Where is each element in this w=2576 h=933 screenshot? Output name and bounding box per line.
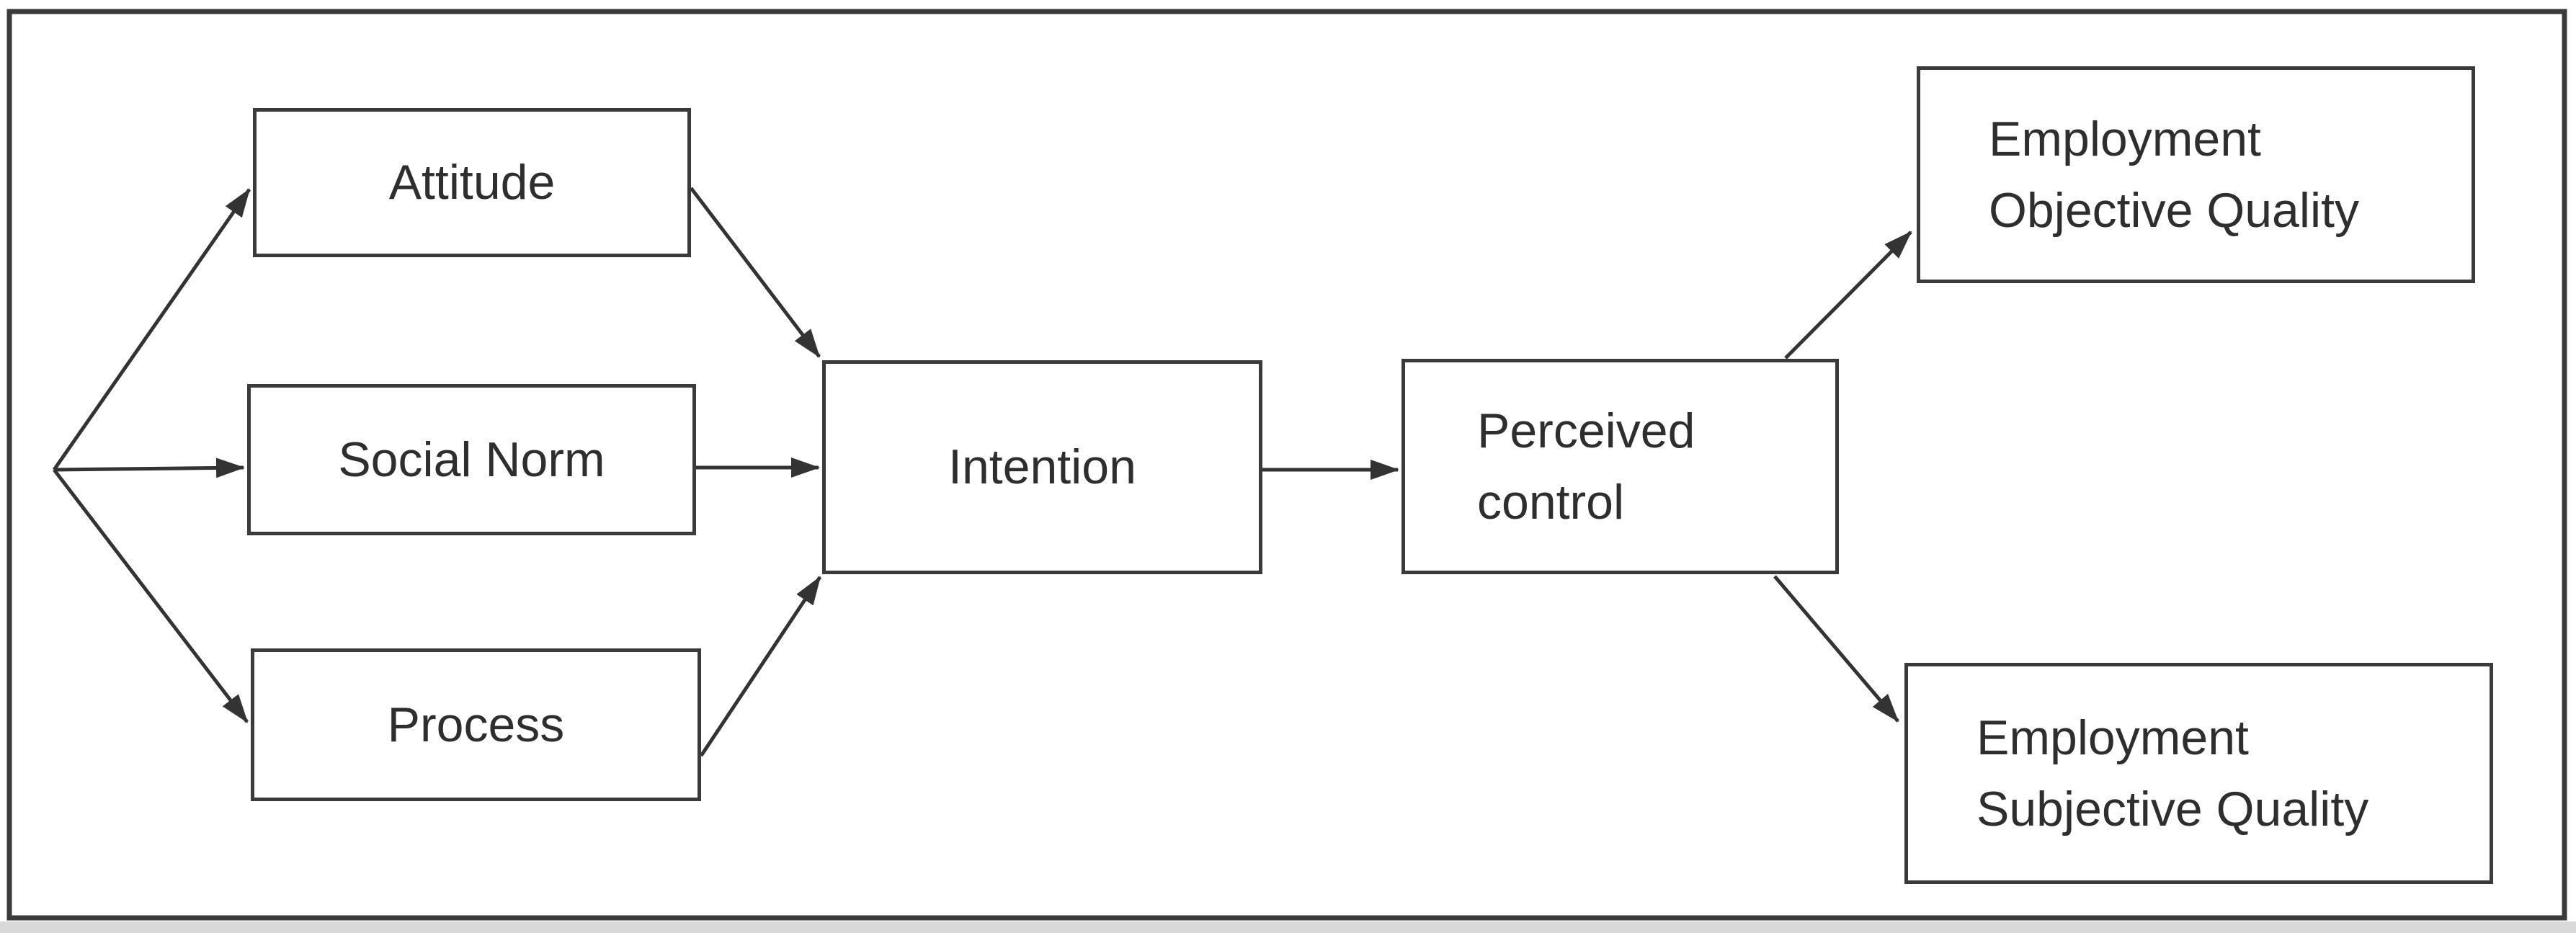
arrow-origin-to-process: [53, 468, 249, 723]
bottom-strip: [0, 921, 2576, 933]
node-attitude: Attitude: [253, 108, 691, 257]
outer-frame: [6, 9, 2567, 921]
node-intention: Intention: [822, 360, 1262, 574]
arrow-origin-to-social-norm: [53, 457, 245, 478]
node-social-norm-label: Social Norm: [338, 432, 605, 487]
node-perceived-control: Perceived control: [1401, 359, 1839, 574]
node-employment-objective-label-line1: Employment: [1989, 111, 2261, 166]
node-employment-objective: Employment Objective Quality: [1917, 66, 2475, 283]
node-intention-label: Intention: [948, 439, 1136, 495]
arrow-origin-to-attitude: [52, 188, 251, 471]
node-process: Process: [251, 648, 701, 801]
node-process-label: Process: [387, 697, 565, 752]
node-attitude-label: Attitude: [388, 155, 556, 210]
arrow-perceived-control-to-employment-subjective: [1773, 575, 1899, 723]
node-employment-objective-label-line2: Objective Quality: [1989, 182, 2359, 238]
node-employment-subjective-label-line1: Employment: [1976, 710, 2249, 765]
node-perceived-control-label-line2: control: [1477, 474, 1625, 530]
arrow-perceived-control-to-employment-objective: [1784, 231, 1912, 360]
node-employment-subjective: Employment Subjective Quality: [1904, 663, 2493, 884]
arrow-process-to-intention: [699, 576, 822, 757]
node-employment-subjective-label-line2: Subjective Quality: [1976, 781, 2369, 836]
node-perceived-control-label-line1: Perceived: [1477, 403, 1695, 458]
node-social-norm: Social Norm: [247, 384, 696, 535]
arrow-attitude-to-intention: [690, 187, 821, 358]
